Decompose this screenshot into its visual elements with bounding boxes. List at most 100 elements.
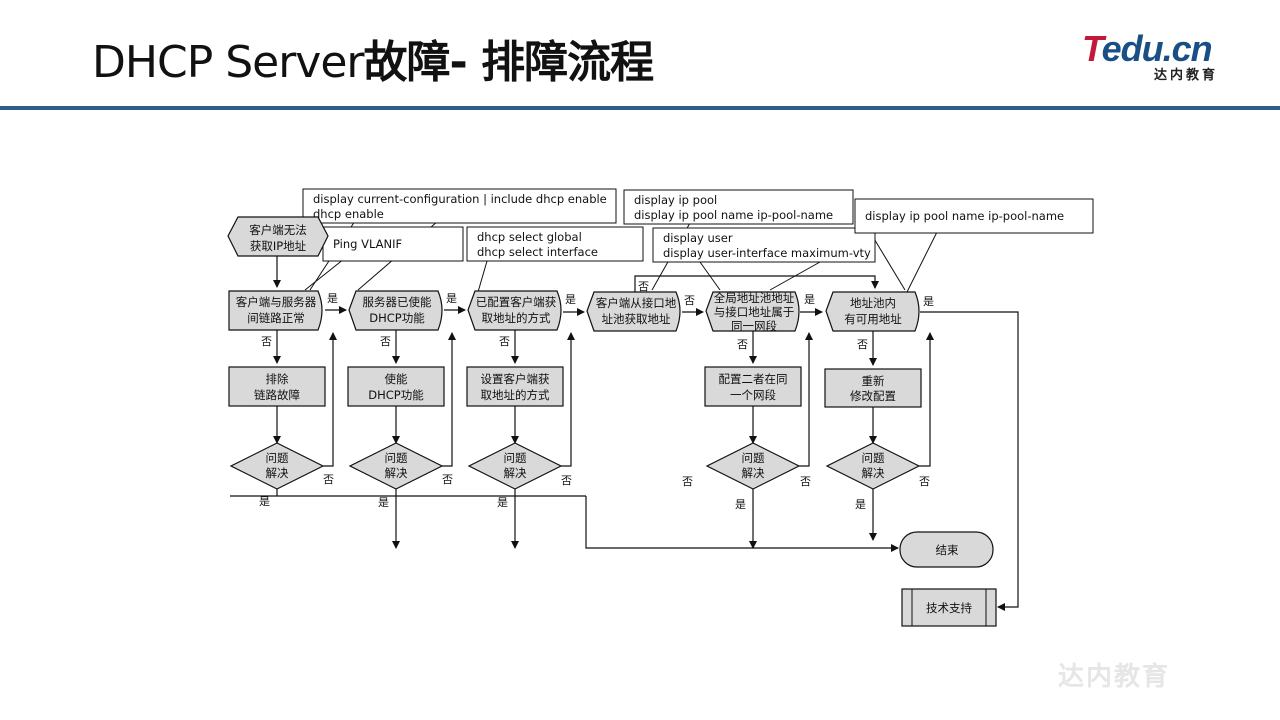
reconfigure-node: 重新 修改配置 — [824, 368, 922, 408]
svg-text:display user: display user — [663, 231, 733, 245]
decision-resolved-2: 问题 解决 — [348, 442, 444, 490]
label-yes: 是 — [378, 496, 389, 509]
end-node: 结束 — [899, 531, 994, 568]
check-addr-method-node: 已配置客户端获 取地址的方式 — [467, 290, 562, 331]
svg-text:排除: 排除 — [266, 372, 289, 386]
enable-dhcp-node: 使能 DHCP功能 — [347, 366, 445, 407]
svg-text:地址池内: 地址池内 — [850, 296, 896, 310]
svg-text:解决: 解决 — [862, 466, 885, 480]
label-no: 否 — [857, 338, 868, 351]
label-no: 否 — [561, 474, 572, 487]
label-yes: 是 — [327, 292, 338, 305]
svg-text:问题: 问题 — [266, 451, 289, 465]
tech-support-node: 技术支持 — [901, 588, 997, 627]
svg-text:display current-configuration: display current-configuration | include … — [313, 192, 607, 206]
logo-wordmark: Tedu.cn — [1082, 28, 1213, 69]
label-no: 否 — [919, 475, 930, 488]
tedu-logo: Tedu.cn 达内教育 — [1082, 28, 1242, 84]
title-cjk: 故障- 排障流程 — [363, 37, 655, 88]
svg-text:dhcp select global: dhcp select global — [477, 230, 582, 244]
label-yes: 是 — [855, 498, 866, 511]
check-dhcp-enabled-node: 服务器已使能 DHCP功能 — [348, 290, 443, 331]
svg-text:问题: 问题 — [862, 451, 885, 465]
svg-text:设置客户端获: 设置客户端获 — [481, 372, 550, 386]
title-latin: DHCP Server — [92, 37, 364, 88]
svg-text:间链路正常: 间链路正常 — [247, 311, 305, 325]
check-link-node: 客户端与服务器 间链路正常 — [228, 290, 323, 331]
callout-ping-vlanif: Ping VLANIF — [322, 226, 464, 262]
set-addr-method-node: 设置客户端获 取地址的方式 — [466, 366, 564, 407]
check-same-subnet-node: 全局地址池地址 与接口地址属于 同一网段 — [705, 291, 800, 333]
label-no: 否 — [442, 473, 453, 486]
label-no: 否 — [737, 338, 748, 351]
svg-text:display ip pool: display ip pool — [634, 193, 717, 207]
decision-resolved-6: 问题 解决 — [825, 442, 921, 490]
svg-text:问题: 问题 — [385, 451, 408, 465]
logo-subtitle: 达内教育 — [1154, 68, 1219, 83]
svg-text:已配置客户端获: 已配置客户端获 — [476, 295, 557, 309]
callout-ip-pool-name: display ip pool name ip-pool-name — [854, 198, 1094, 234]
svg-text:重新: 重新 — [862, 374, 885, 388]
callout-dhcp-select: dhcp select global dhcp select interface — [466, 226, 644, 262]
svg-text:取地址的方式: 取地址的方式 — [482, 311, 551, 325]
watermark: 达内教育 — [1058, 662, 1171, 692]
start-node: 客户端无法 获取IP地址 — [227, 216, 329, 257]
svg-text:使能: 使能 — [385, 372, 408, 386]
label-no: 否 — [682, 475, 693, 488]
callout-display-user: display user display user-interface maxi… — [652, 227, 876, 263]
check-pool-available-node: 地址池内 有可用地址 — [825, 291, 920, 332]
svg-text:dhcp select interface: dhcp select interface — [477, 245, 598, 259]
svg-text:解决: 解决 — [266, 466, 289, 480]
svg-text:问题: 问题 — [504, 451, 527, 465]
decision-resolved-5: 问题 解决 — [705, 442, 801, 490]
svg-text:display ip pool name ip-pool-n: display ip pool name ip-pool-name — [865, 209, 1064, 223]
label-yes: 是 — [804, 293, 815, 306]
svg-text:结束: 结束 — [936, 543, 959, 557]
label-no: 否 — [638, 280, 649, 293]
svg-text:解决: 解决 — [504, 466, 527, 480]
label-no: 否 — [800, 475, 811, 488]
svg-text:DHCP功能: DHCP功能 — [368, 388, 424, 402]
label-no: 否 — [261, 335, 272, 348]
svg-text:客户端从接口地: 客户端从接口地 — [596, 296, 677, 310]
label-no: 否 — [684, 294, 695, 307]
svg-text:解决: 解决 — [742, 466, 765, 480]
decision-resolved-3: 问题 解决 — [467, 442, 563, 490]
slide-title: DHCP Server故障- 排障流程 — [92, 26, 655, 90]
flow-lines — [230, 256, 1019, 611]
svg-text:有可用地址: 有可用地址 — [844, 312, 902, 326]
label-yes: 是 — [923, 295, 934, 308]
svg-text:修改配置: 修改配置 — [850, 389, 896, 403]
label-yes: 是 — [735, 498, 746, 511]
label-no: 否 — [499, 335, 510, 348]
svg-text:客户端与服务器: 客户端与服务器 — [236, 295, 317, 309]
branch-labels: 是 是 是 是 是 否 否 否 否 否 否 否 否 否 否 否 否 否 是 是 … — [259, 280, 934, 511]
svg-text:dhcp enable: dhcp enable — [313, 207, 384, 221]
svg-text:技术支持: 技术支持 — [926, 601, 972, 615]
svg-text:DHCP功能: DHCP功能 — [369, 311, 425, 325]
label-yes: 是 — [497, 496, 508, 509]
svg-text:链路故障: 链路故障 — [254, 388, 300, 402]
svg-text:取地址的方式: 取地址的方式 — [481, 388, 550, 402]
svg-text:同一网段: 同一网段 — [731, 319, 777, 333]
label-no: 否 — [380, 335, 391, 348]
title-divider — [0, 106, 1280, 110]
svg-text:一个网段: 一个网段 — [730, 388, 776, 402]
svg-text:服务器已使能: 服务器已使能 — [363, 295, 432, 309]
svg-text:display user-interface maximum: display user-interface maximum-vty — [663, 246, 871, 260]
svg-text:问题: 问题 — [742, 451, 765, 465]
svg-text:全局地址池地址: 全局地址池地址 — [714, 291, 795, 305]
callout-ip-pool: display ip pool display ip pool name ip-… — [623, 189, 854, 225]
label-no: 否 — [323, 473, 334, 486]
config-same-subnet-node: 配置二者在同 一个网段 — [704, 366, 802, 407]
svg-text:址池获取地址: 址池获取地址 — [602, 312, 671, 326]
svg-text:配置二者在同: 配置二者在同 — [719, 372, 788, 386]
svg-text:获取IP地址: 获取IP地址 — [250, 239, 307, 253]
check-interface-pool-node: 客户端从接口地 址池获取地址 — [586, 291, 681, 332]
svg-text:display ip pool name ip-pool-n: display ip pool name ip-pool-name — [634, 208, 833, 222]
fix-link-node: 排除 链路故障 — [228, 366, 326, 407]
svg-text:Ping VLANIF: Ping VLANIF — [333, 237, 402, 251]
callout-current-config: display current-configuration | include … — [302, 188, 617, 224]
svg-text:客户端无法: 客户端无法 — [249, 223, 307, 237]
